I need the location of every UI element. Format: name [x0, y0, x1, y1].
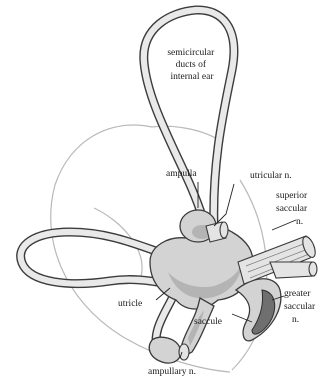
label-ampullary-nerve: ampullary n.: [148, 367, 196, 377]
superior-semicircular-duct: [144, 10, 234, 228]
saccule: [236, 279, 281, 341]
label-utricle: utricle: [118, 299, 142, 309]
label-utricular-nerve: utricular n.: [250, 171, 292, 181]
nerve-bundle: [238, 235, 318, 284]
ampulla: [180, 210, 228, 242]
label-semicircular-ducts: semicircular ducts of internal ear: [167, 48, 216, 82]
lateral-semicircular-duct: [21, 232, 170, 284]
label-saccule: saccule: [194, 317, 222, 327]
label-greater-saccular-nerve: greater saccular n.: [284, 289, 318, 325]
label-ampulla: ampulla: [166, 169, 197, 179]
